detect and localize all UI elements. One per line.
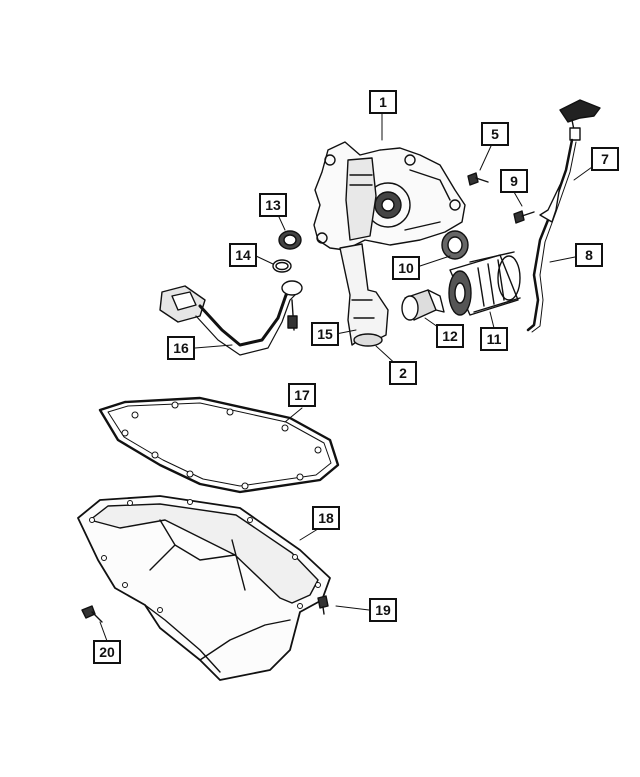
bolt-5 [467,172,489,186]
callout-2[interactable]: 2 [389,361,417,385]
callout-19[interactable]: 19 [369,598,397,622]
callout-14[interactable]: 14 [229,243,257,267]
filter-adapter [401,289,445,321]
callout-10[interactable]: 10 [392,256,420,280]
dipstick-tube [526,138,577,333]
bolt-9 [513,210,535,224]
oil-filter [448,251,521,316]
callout-12[interactable]: 12 [436,324,464,348]
callout-18[interactable]: 18 [312,506,340,530]
pan-gasket [98,396,340,494]
oil-pickup-tube [339,243,389,347]
oil-pan [77,495,331,681]
callout-8[interactable]: 8 [575,243,603,267]
callout-1[interactable]: 1 [369,90,397,114]
callout-16[interactable]: 16 [167,336,195,360]
dipstick-handle [559,99,601,141]
callout-7[interactable]: 7 [591,147,619,171]
callout-20[interactable]: 20 [93,640,121,664]
callout-11[interactable]: 11 [480,327,508,351]
drain-bolt-19 [317,595,329,615]
pan-bolt-20 [81,605,103,623]
pickup-screen-tube [159,280,303,356]
callout-13[interactable]: 13 [259,193,287,217]
seal-ring [441,230,469,260]
callout-5[interactable]: 5 [481,122,509,146]
callout-17[interactable]: 17 [288,383,316,407]
callout-15[interactable]: 15 [311,322,339,346]
gasket-13 [278,230,302,250]
o-ring-14 [272,259,292,273]
callout-9[interactable]: 9 [500,169,528,193]
oil-pump-housing [313,141,466,251]
